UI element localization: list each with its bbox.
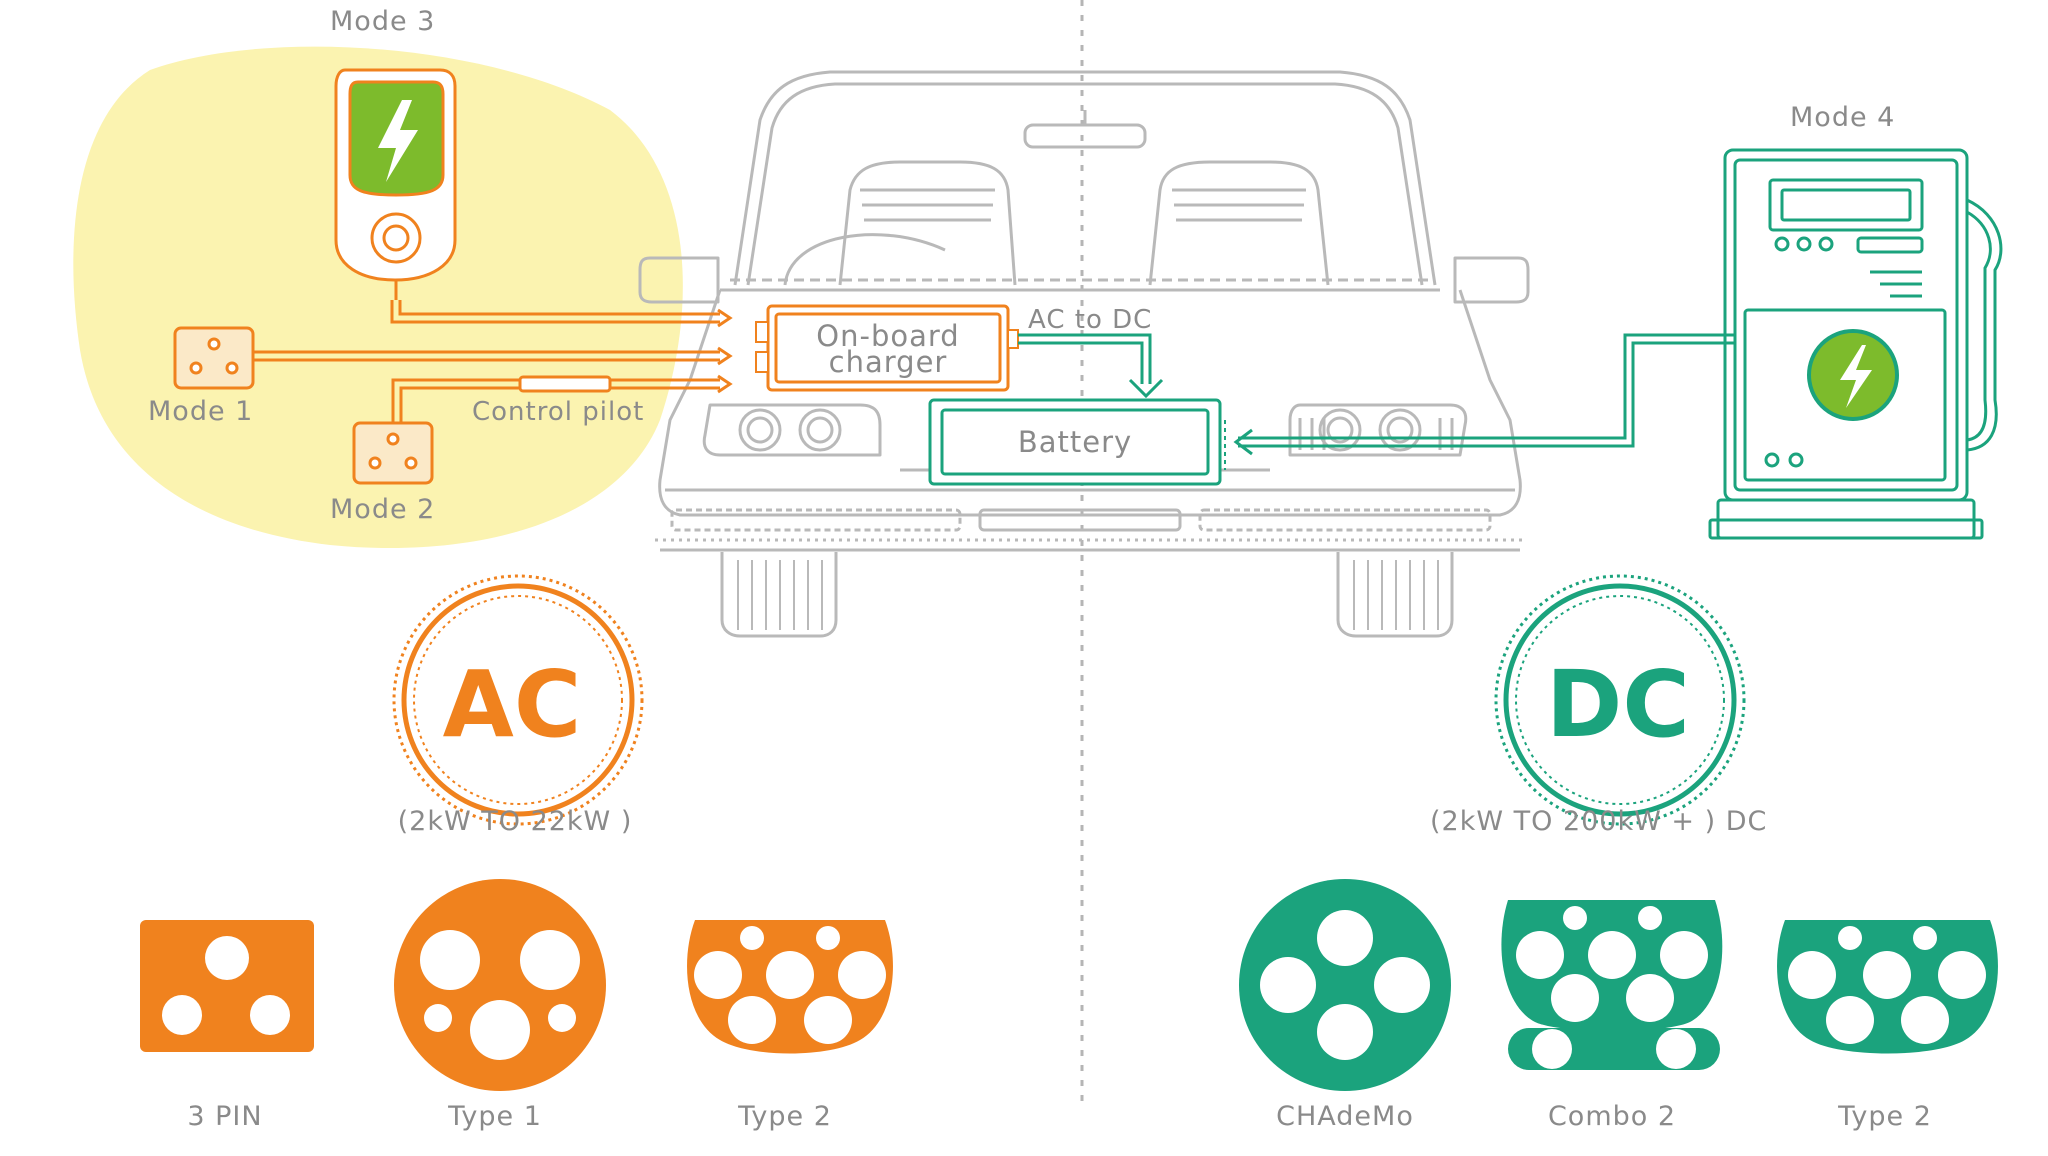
connector-type1-icon	[394, 879, 606, 1091]
battery-label: Battery	[1018, 425, 1132, 459]
connector-dc-type2-icon	[1777, 920, 1998, 1054]
control-pilot-label: Control pilot	[472, 397, 644, 427]
connector-type1-label: Type 1	[447, 1101, 542, 1132]
connector-combo2-label: Combo 2	[1548, 1101, 1676, 1132]
connector-combo2-icon	[1501, 900, 1723, 1070]
car-illustration	[638, 70, 1530, 638]
lightning-bolt-icon	[378, 100, 418, 182]
ac-to-dc-label: AC to DC	[1028, 305, 1152, 335]
onboard-charger-label-line2: charger	[829, 345, 948, 379]
ac-to-dc-arrow	[1018, 333, 1164, 399]
onboard-charger-label-line1: On-board	[816, 319, 959, 353]
mode3-label: Mode 3	[330, 6, 435, 37]
dc-badge	[1494, 574, 1746, 826]
battery-box	[928, 398, 1226, 486]
mode2-socket-icon	[352, 421, 434, 485]
control-pilot-connector	[518, 375, 612, 393]
connector-dc-type2-label: Type 2	[1837, 1101, 1932, 1132]
mode4-dc-charging-station	[1708, 148, 2003, 540]
dc-power-range: (2kW TO 200kW + ) DC	[1430, 806, 1767, 837]
connector-chademo-label: CHAdeMo	[1276, 1101, 1414, 1132]
dc-badge-text: DC	[1546, 651, 1690, 758]
connector-3pin-icon	[140, 920, 314, 1052]
connector-ac-type2-icon	[687, 920, 893, 1054]
onboard-charger-box	[755, 304, 1019, 392]
ac-power-range: (2kW TO 22kW )	[398, 806, 633, 837]
ac-badge-text: AC	[443, 651, 582, 758]
mode-highlight-area	[73, 46, 683, 549]
mode3-wallbox-charger	[334, 68, 457, 300]
ac-wiring	[253, 300, 733, 423]
connector-ac-type2-label: Type 2	[737, 1101, 832, 1132]
connector-chademo-icon	[1239, 879, 1451, 1091]
ac-badge	[392, 574, 644, 826]
lightning-bolt-icon	[1840, 345, 1872, 408]
mode1-label: Mode 1	[148, 396, 253, 427]
dc-wiring	[1233, 333, 1735, 456]
mode1-socket-icon	[173, 326, 255, 390]
mode4-label: Mode 4	[1790, 102, 1895, 133]
mode2-label: Mode 2	[330, 494, 435, 525]
connector-3pin-label: 3 PIN	[187, 1101, 262, 1132]
